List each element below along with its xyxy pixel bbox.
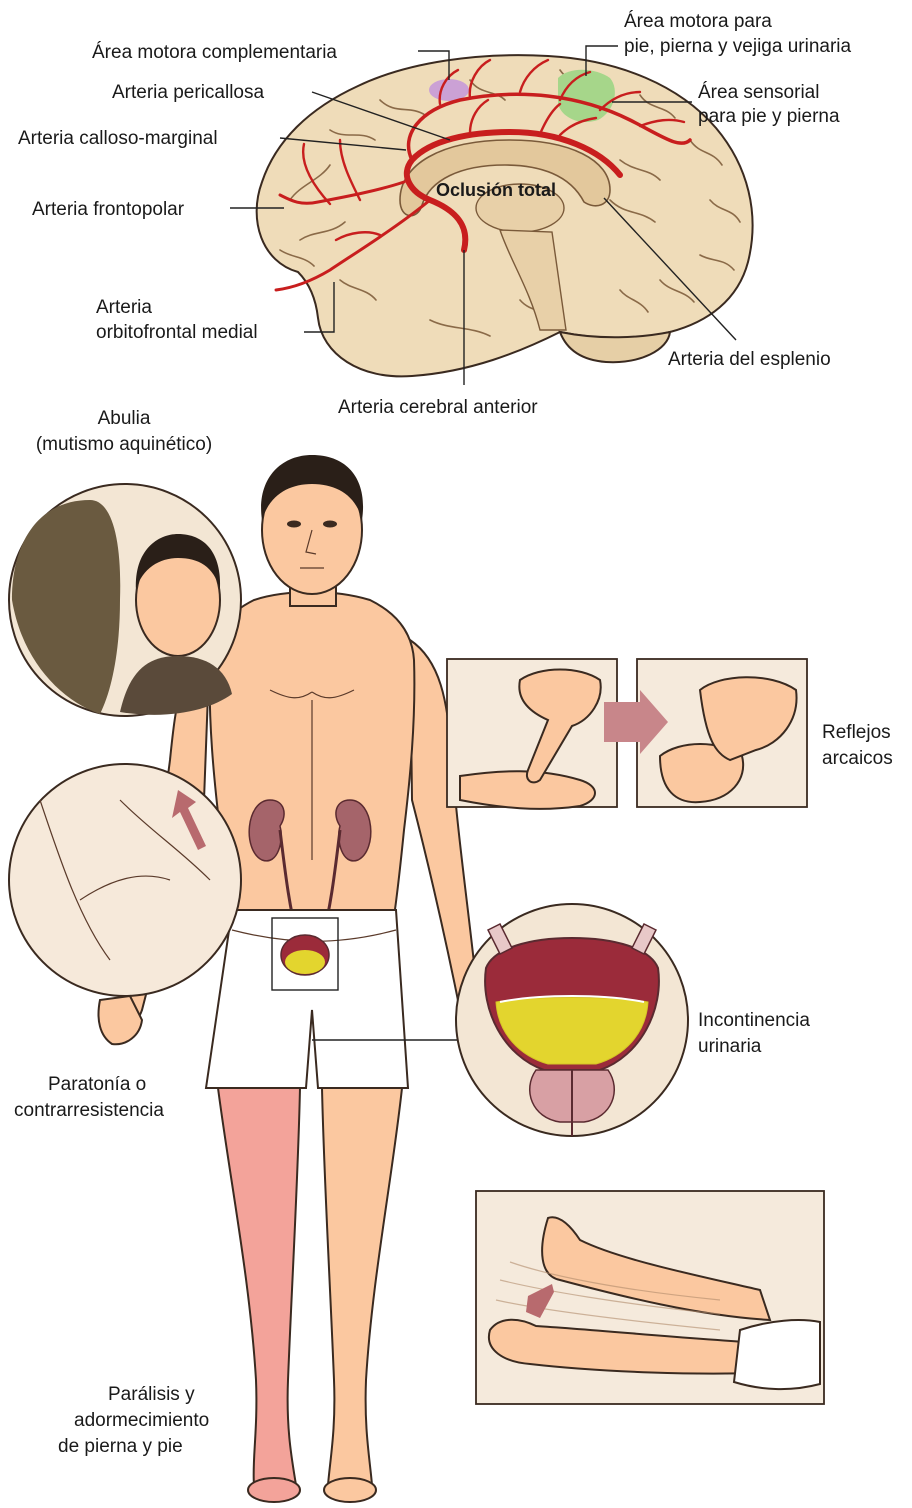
abulia-inset xyxy=(9,484,241,716)
paratonia-circle xyxy=(9,764,241,996)
incontinence-label-line2: urinaria xyxy=(698,1036,762,1057)
paralysis-label-line1: Parálisis y xyxy=(108,1384,195,1405)
label-sensory-area-line1: Área sensorial xyxy=(698,82,819,103)
right-foot xyxy=(324,1478,376,1502)
incontinence-label-line1: Incontinencia xyxy=(698,1010,810,1031)
label-anterior-cerebral-artery: Arteria cerebral anterior xyxy=(338,397,538,418)
paralysis-underwear xyxy=(734,1320,820,1389)
cerebellum xyxy=(560,332,670,362)
paratonia-label-line1: Paratonía o xyxy=(48,1074,146,1095)
label-callosomarginal-artery: Arteria calloso-marginal xyxy=(18,128,218,149)
paralysis-inset xyxy=(476,1191,824,1404)
occlusion-label: Oclusión total xyxy=(436,180,556,200)
unaffected-leg xyxy=(322,1088,402,1485)
label-supplementary-motor-area: Área motora complementaria xyxy=(92,42,337,63)
label-frontopolar-artery: Arteria frontopolar xyxy=(32,199,185,220)
incontinence-inset xyxy=(456,904,688,1136)
label-splenial-artery: Arteria del esplenio xyxy=(668,349,831,370)
paratonia-inset xyxy=(9,764,241,996)
reflexes-label-line2: arcaicos xyxy=(822,748,893,769)
label-orbitofrontal-artery-line1: Arteria xyxy=(96,297,152,318)
label-orbitofrontal-artery-line2: orbitofrontal medial xyxy=(96,322,258,343)
reflexes-label-line1: Reflejos xyxy=(822,722,891,743)
brain-illustration: Oclusión total xyxy=(257,55,753,376)
paratonia-label-line2: contrarresistencia xyxy=(14,1100,164,1121)
label-sensory-area-line2: para pie y pierna xyxy=(698,106,840,127)
left-foot xyxy=(248,1478,300,1502)
body-bladder-urine xyxy=(285,950,325,974)
label-motor-area-foot-line1: Área motora para xyxy=(624,11,772,32)
observer-figure xyxy=(12,500,120,714)
label-motor-area-foot-line2: pie, pierna y vejiga urinaria xyxy=(624,36,852,57)
affected-leg xyxy=(218,1088,300,1485)
right-eye xyxy=(323,521,337,528)
label-pericallosal-artery: Arteria pericallosa xyxy=(112,82,264,103)
reflexes-inset xyxy=(447,659,807,809)
left-eye xyxy=(287,521,301,528)
paralysis-label-line2: adormecimiento xyxy=(74,1410,209,1431)
paralysis-label-line3: de pierna y pie xyxy=(58,1436,183,1457)
abulia-label-line2: (mutismo aquinético) xyxy=(36,434,212,455)
abulia-label-line1: Abulia xyxy=(98,408,151,429)
